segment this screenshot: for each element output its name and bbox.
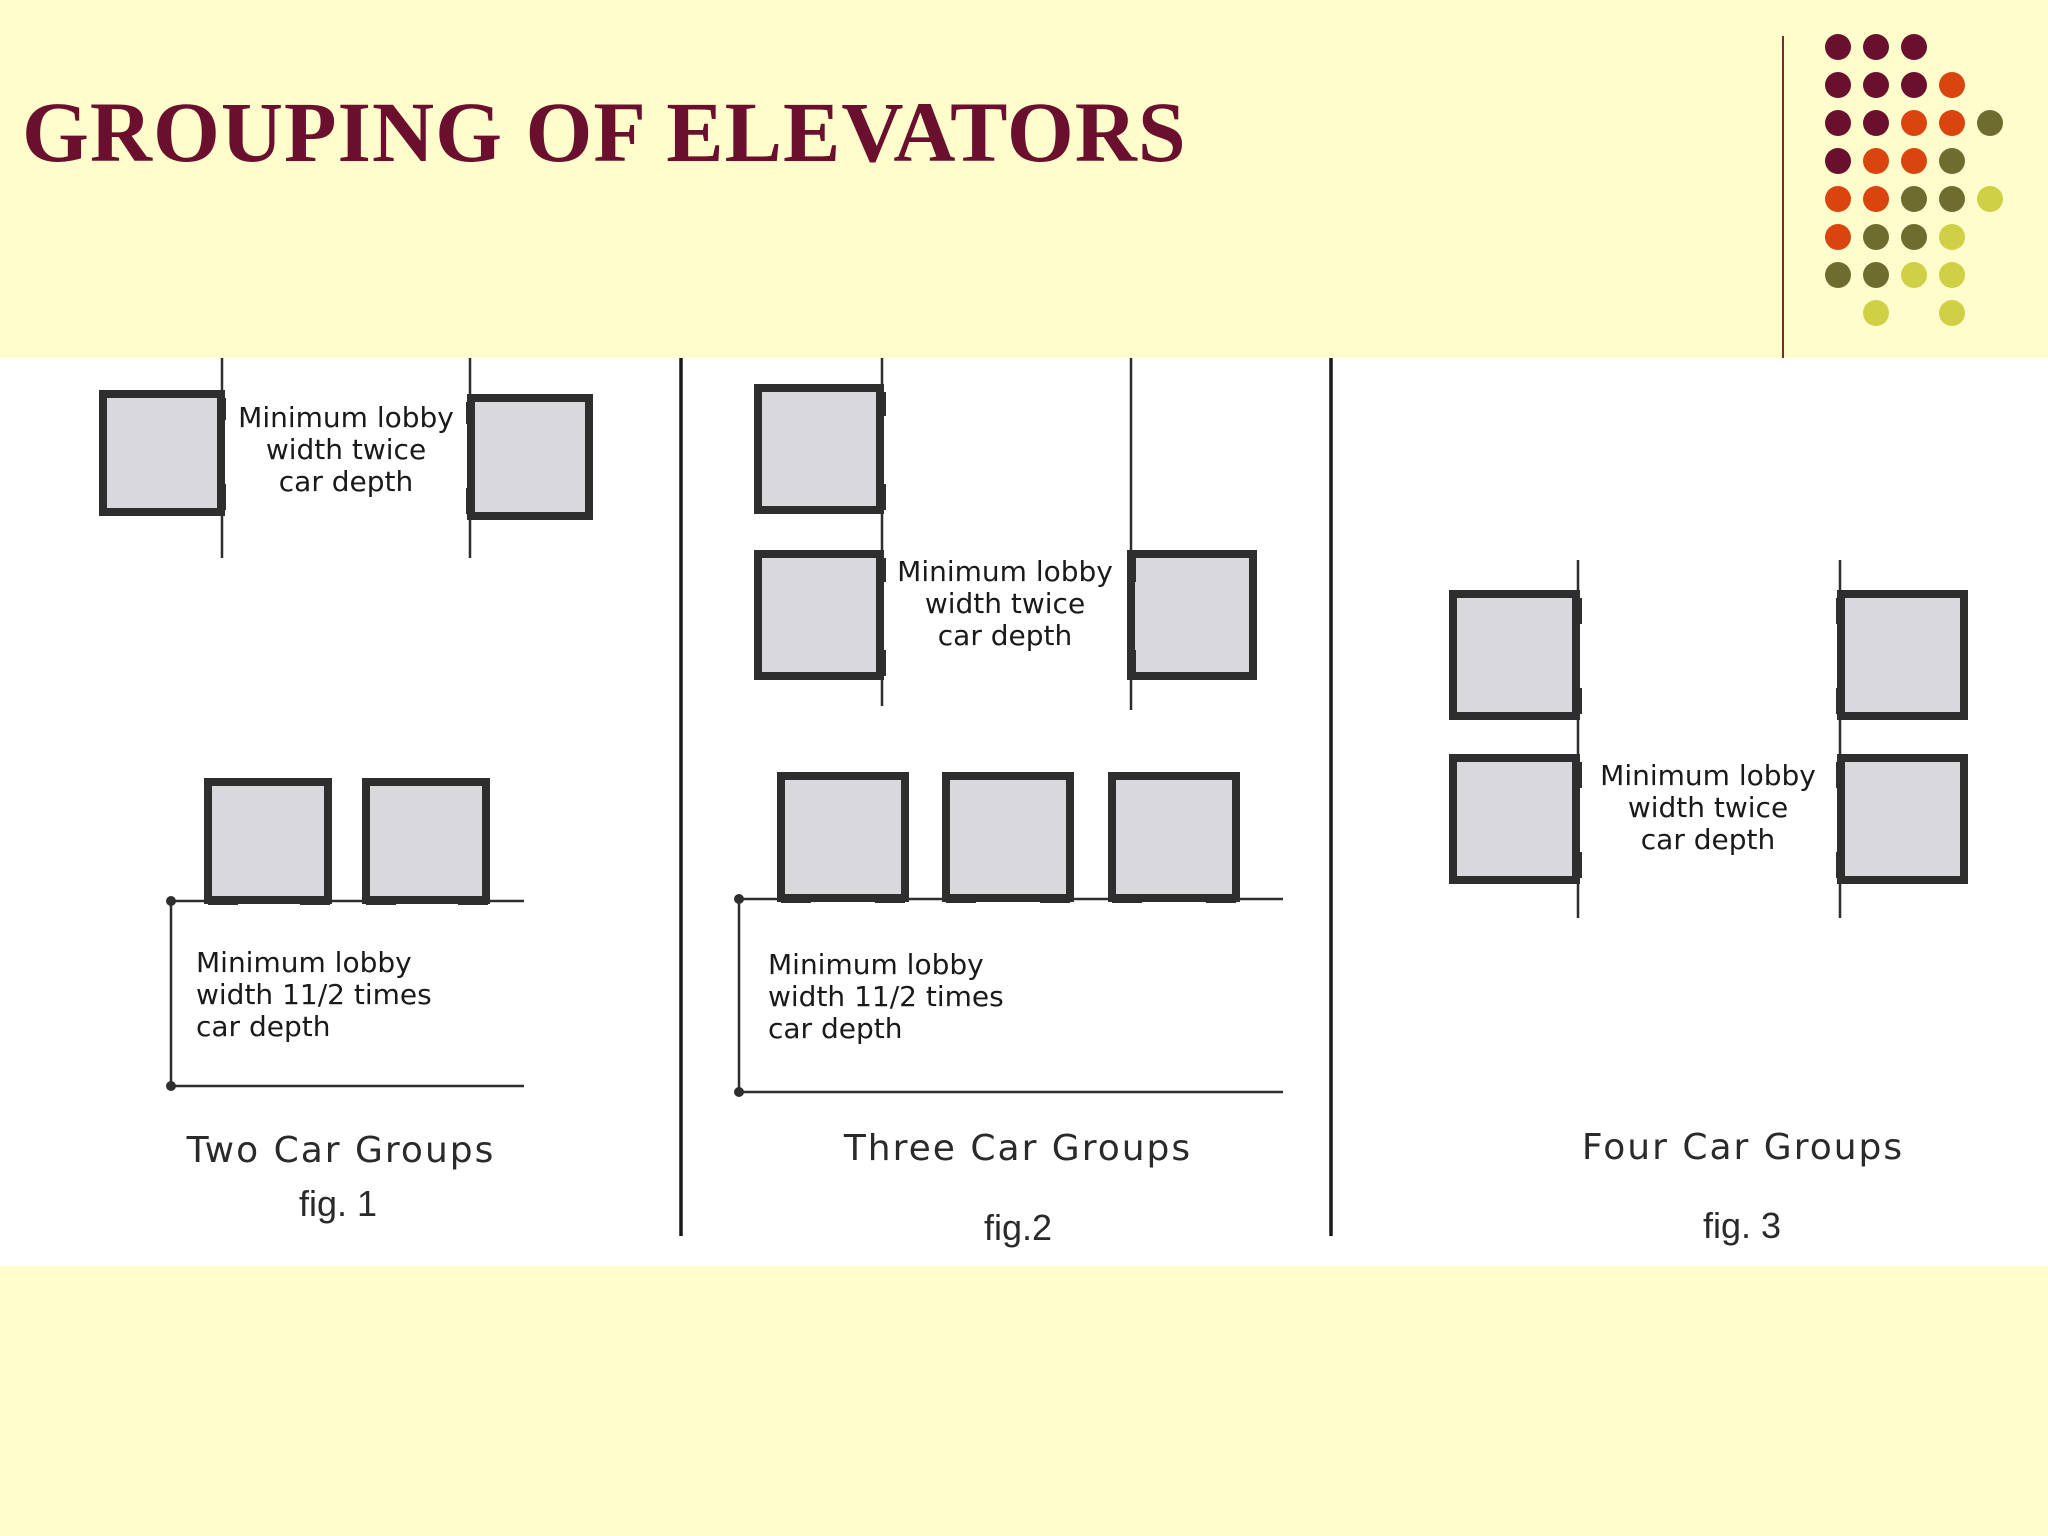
elevator-door bbox=[466, 488, 475, 514]
decorative-dot bbox=[1825, 34, 1851, 60]
lobby-label-line: Minimum lobby bbox=[897, 555, 1113, 588]
dimension-endpoint bbox=[734, 1087, 744, 1097]
figure-caption: Four Car Groups bbox=[1582, 1127, 1904, 1168]
decorative-dot bbox=[1901, 186, 1927, 212]
decorative-dot bbox=[1939, 148, 1965, 174]
elevator-car bbox=[754, 550, 884, 680]
lobby-label-line: width twice bbox=[925, 587, 1085, 620]
elevator-door bbox=[877, 392, 886, 416]
decorative-dot bbox=[1901, 262, 1927, 288]
elevator-car bbox=[1449, 754, 1580, 884]
lobby-label-line: car depth bbox=[938, 619, 1072, 652]
figure-caption: Two Car Groups bbox=[186, 1130, 496, 1171]
lobby-label-line: car depth bbox=[768, 1012, 902, 1045]
figure-three-car-groups: Minimum lobby width twice car depth Mini… bbox=[734, 358, 1283, 1248]
figure-two-car-groups: Minimum lobby width twice car depth Mini… bbox=[99, 358, 593, 1224]
elevator-car bbox=[1108, 772, 1240, 902]
decorative-dot bbox=[1939, 300, 1965, 326]
header-divider-line bbox=[1782, 36, 1784, 358]
elevator-car bbox=[467, 394, 593, 520]
decorative-dot bbox=[1939, 186, 1965, 212]
lobby-label-line: car depth bbox=[279, 465, 413, 498]
elevator-door bbox=[1573, 598, 1582, 624]
elevator-car bbox=[362, 778, 490, 904]
elevator-car bbox=[99, 390, 225, 516]
elevator-car bbox=[1127, 550, 1257, 680]
elevator-door bbox=[217, 398, 226, 420]
figure-four-car-groups: Minimum lobby width twice car depth Four… bbox=[1449, 560, 1968, 1246]
lobby-label-line: width 11/2 times bbox=[196, 978, 432, 1011]
lobby-label-line: car depth bbox=[196, 1010, 330, 1043]
decorative-dot bbox=[1863, 186, 1889, 212]
decorative-dot bbox=[1863, 300, 1889, 326]
lobby-label-line: width twice bbox=[1628, 791, 1788, 824]
decorative-dot bbox=[1863, 72, 1889, 98]
elevator-car bbox=[1837, 754, 1968, 884]
elevator-door bbox=[1836, 598, 1845, 624]
lobby-label-line: width 11/2 times bbox=[768, 980, 1004, 1013]
dimension-endpoint bbox=[166, 1081, 176, 1091]
decorative-dot bbox=[1901, 72, 1927, 98]
elevator-door bbox=[1836, 762, 1845, 788]
decorative-dot bbox=[1863, 262, 1889, 288]
elevator-door bbox=[877, 558, 886, 582]
decorative-dot bbox=[1825, 262, 1851, 288]
decorative-dot bbox=[1901, 34, 1927, 60]
elevator-door bbox=[877, 650, 886, 676]
decorative-dot bbox=[1825, 224, 1851, 250]
decorative-dot bbox=[1825, 148, 1851, 174]
elevator-door bbox=[466, 402, 475, 424]
decorative-dot bbox=[1825, 186, 1851, 212]
decorative-dot bbox=[1863, 224, 1889, 250]
decorative-dot bbox=[1863, 148, 1889, 174]
elevator-door bbox=[1127, 650, 1136, 676]
lobby-label-line: Minimum lobby bbox=[1600, 759, 1816, 792]
elevator-door bbox=[877, 484, 886, 510]
elevator-door bbox=[1573, 762, 1582, 788]
elevator-car bbox=[754, 384, 884, 514]
elevator-car bbox=[1837, 590, 1968, 720]
elevator-car bbox=[942, 772, 1074, 902]
decorative-dot bbox=[1939, 72, 1965, 98]
dimension-endpoint bbox=[734, 894, 744, 904]
decorative-dot bbox=[1901, 224, 1927, 250]
elevator-door bbox=[217, 484, 226, 510]
lobby-label-line: Minimum lobby bbox=[196, 946, 412, 979]
slide-title: GROUPING OF ELEVATORS bbox=[22, 84, 1187, 180]
lobby-label-line: car depth bbox=[1641, 823, 1775, 856]
decorative-dot bbox=[1825, 110, 1851, 136]
lobby-label-line: Minimum lobby bbox=[768, 948, 984, 981]
decorative-dot bbox=[1901, 148, 1927, 174]
decorative-dot bbox=[1977, 110, 2003, 136]
lobby-label-line: width twice bbox=[266, 433, 426, 466]
figure-number: fig. 3 bbox=[1703, 1205, 1781, 1246]
figure-number: fig. 1 bbox=[299, 1183, 377, 1224]
elevator-car bbox=[1449, 590, 1580, 720]
elevator-door bbox=[1836, 852, 1845, 878]
elevator-door bbox=[1836, 688, 1845, 714]
decorative-dot bbox=[1863, 110, 1889, 136]
dimension-endpoint bbox=[166, 896, 176, 906]
elevator-door bbox=[1573, 852, 1582, 878]
elevator-door bbox=[1127, 558, 1136, 582]
elevator-car bbox=[204, 778, 332, 904]
figure-number: fig.2 bbox=[984, 1207, 1052, 1248]
elevator-car bbox=[777, 772, 909, 902]
decorative-dot bbox=[1939, 262, 1965, 288]
decorative-dot bbox=[1863, 34, 1889, 60]
figure-panel: Minimum lobby width twice car depth Mini… bbox=[0, 358, 2048, 1266]
decorative-dot bbox=[1977, 186, 2003, 212]
figure-caption: Three Car Groups bbox=[843, 1128, 1192, 1169]
lobby-label-line: Minimum lobby bbox=[238, 401, 454, 434]
decorative-dot bbox=[1901, 110, 1927, 136]
decorative-dot bbox=[1825, 72, 1851, 98]
decorative-dot bbox=[1939, 224, 1965, 250]
elevator-door bbox=[1573, 688, 1582, 714]
decorative-dot bbox=[1939, 110, 1965, 136]
